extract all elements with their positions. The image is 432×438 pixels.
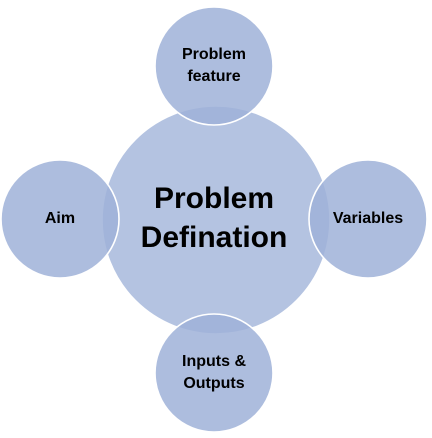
center-label-line-1: Problem <box>154 182 274 215</box>
left-label: Aim <box>45 210 75 227</box>
left-circle <box>0 159 120 279</box>
bottom-label-line-2: Outputs <box>183 375 244 392</box>
right-label: Variables <box>333 210 403 227</box>
right-circle <box>308 159 428 279</box>
center-label-line-2: Defination <box>141 221 288 254</box>
top-label-line-2: feature <box>187 68 240 85</box>
bottom-circle <box>154 313 274 433</box>
top-circle <box>154 6 274 126</box>
top-label-line-1: Problem <box>182 46 246 63</box>
bottom-label-line-1: Inputs & <box>182 353 246 370</box>
